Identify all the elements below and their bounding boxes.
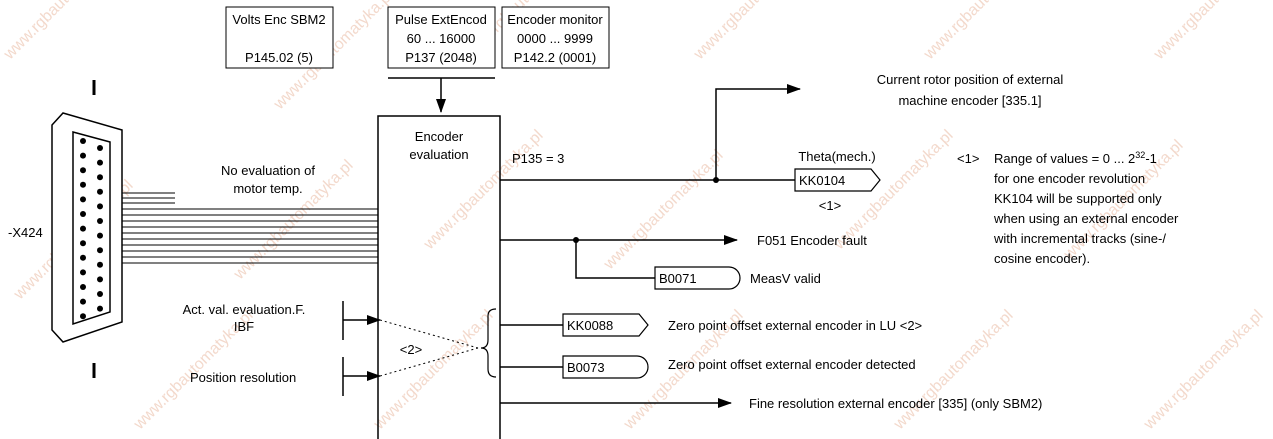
svg-text:KK0088: KK0088 [567,318,613,333]
footnote-line: for one encoder revolution [994,171,1145,186]
connector-x424: -X424 [8,80,123,378]
binector-b0071: B0071 [654,266,741,290]
watermark: www.rgbautomatyka.pl [420,127,547,254]
watermark: www.rgbautomatyka.pl [600,147,727,274]
connector-pin [80,167,86,174]
connector-pin [97,159,103,166]
encoder-evaluation-block: Encoder evaluation <2> [377,115,501,439]
theta-label: Theta(mech.) [798,149,875,164]
p135-label: P135 = 3 [512,151,564,166]
measv-valid-label: MeasV valid [750,271,821,286]
connector-pin [80,138,86,144]
param-box-encoder-monitor: Encoder monitor 0000 ... 9999 P142.2 (00… [501,6,610,69]
dotted-connection [379,319,479,377]
ref-2-marker: <2> [400,342,422,357]
connector-pin [80,211,86,217]
rotor-position-label: Current rotor position of external [877,72,1064,87]
param-box-volts-enc: Volts Enc SBM2 P145.02 (5) [225,6,334,69]
footnote-line: Range of values = 0 ... 232-1 [994,150,1157,166]
ref-1-marker: <1> [819,198,841,213]
connector-pin [80,298,86,305]
param-box-pulse-extencod: Pulse ExtEncod 60 ... 16000 P137 (2048) [387,6,496,69]
rotor-position-line [500,84,801,181]
no-evaluation-label: No evaluation of [221,163,315,178]
rotor-position-label: machine encoder [335.1] [898,93,1041,108]
watermark: www.rgbautomatyka.pl [920,0,1047,64]
watermark: www.rgbautomatyka.pl [1140,307,1267,434]
footnote-line: when using an external encoder [993,211,1179,226]
zero-offset-lu-label: Zero point offset external encoder in LU… [668,318,922,333]
fine-resolution-label: Fine resolution external encoder [335] (… [749,396,1042,411]
connector-label: -X424 [8,225,43,240]
watermark: www.rgbautomatyka.pl [0,0,127,64]
param-box-param: P145.02 (5) [245,50,313,65]
param-box-title: Encoder monitor [507,12,603,27]
act-val-evaluation-label: IBF [234,319,254,334]
connector-kk0088: KK0088 [562,313,649,337]
zero-offset-detected-label: Zero point offset external encoder detec… [668,357,916,372]
block-title: Encoder [415,129,464,144]
footnote-line: KK104 will be supported only [994,191,1162,206]
footnote-line: cosine encoder). [994,251,1090,266]
brace [480,308,497,378]
connector-pin [80,254,86,261]
connector-pin [97,247,103,254]
watermark: www.rgbautomatyka.pl [370,307,497,434]
param-box-range: 60 ... 16000 [407,31,476,46]
connector-pin [97,305,103,312]
watermark: www.rgbautomatyka.pl [690,0,817,64]
signal-lines [122,192,378,264]
connector-kk0104: KK0104 [794,168,881,192]
connector-pin [80,269,86,276]
connector-pin [97,291,103,297]
connector-pin [80,284,86,290]
param-box-range: 0000 ... 9999 [517,31,593,46]
block-title: evaluation [409,147,468,162]
f051-label: F051 Encoder fault [757,233,867,248]
connector-pin [97,174,103,181]
svg-text:B0073: B0073 [567,360,605,375]
svg-text:KK0104: KK0104 [799,173,845,188]
binector-b0073: B0073 [562,355,649,379]
param-box-param: P137 (2048) [405,50,477,65]
connector-pin [97,188,103,195]
connector-pin [97,203,103,210]
param-box-title: Volts Enc SBM2 [232,12,325,27]
footnote: <1> Range of values = 0 ... 232-1 for on… [957,150,1179,266]
connector-pin [97,232,103,239]
param-box-param: P142.2 (0001) [514,50,596,65]
footnote-marker: <1> [957,151,979,166]
watermark: www.rgbautomatyka.pl [1150,0,1273,64]
svg-text:B0071: B0071 [659,271,697,286]
connector-pin [80,313,86,320]
connector-pin [97,145,103,151]
connector-pin [80,225,86,232]
measv-line [575,240,655,279]
param-bus-line [388,77,495,112]
position-resolution-label: Position resolution [190,370,296,385]
connector-pin [80,181,86,188]
connector-pin [97,218,103,224]
connector-pin [80,196,86,203]
connector-pin [80,152,86,159]
connector-pin [97,276,103,283]
no-evaluation-label: motor temp. [233,181,302,196]
connector-pin [97,261,103,268]
act-val-evaluation-label: Act. val. evaluation.F. [183,302,306,317]
footnote-line: with incremental tracks (sine-/ [993,231,1166,246]
connector-pin [80,240,86,247]
param-box-title: Pulse ExtEncod [395,12,487,27]
